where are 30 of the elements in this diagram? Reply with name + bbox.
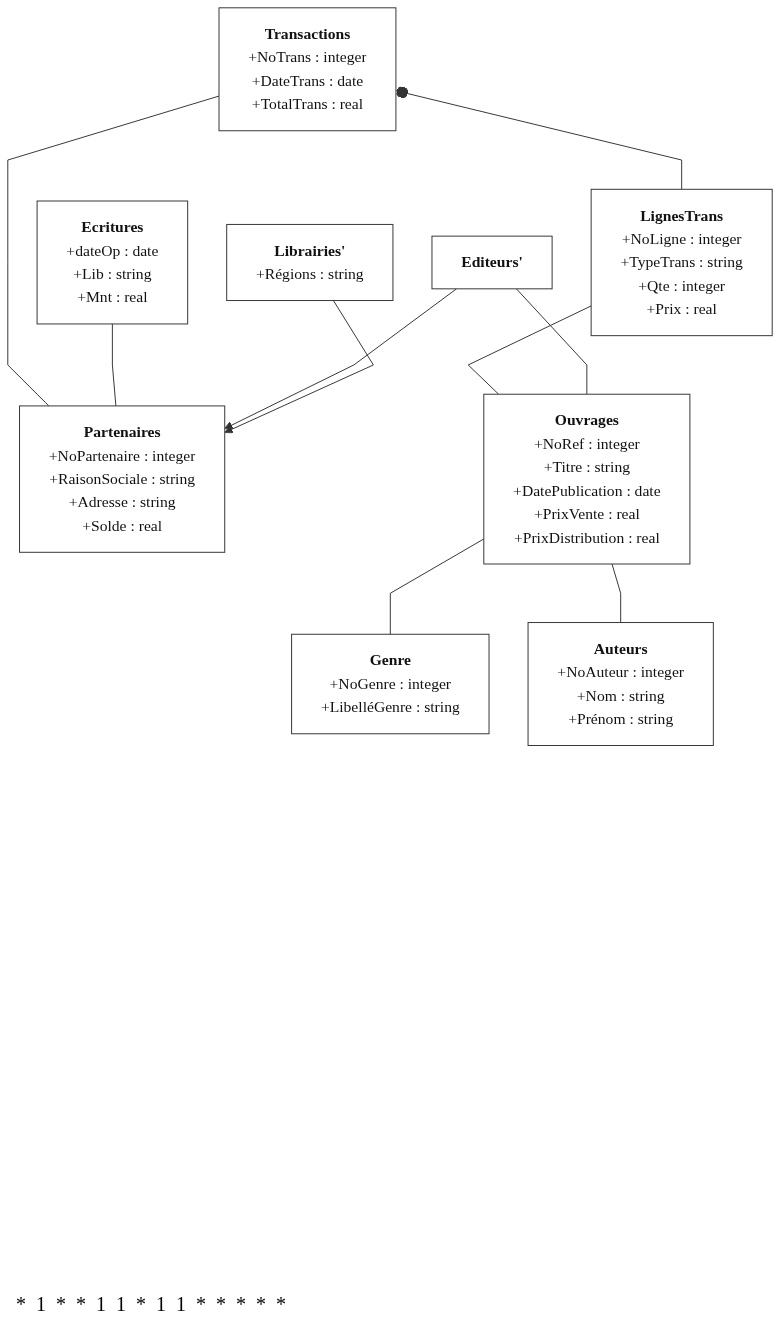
connector	[467, 305, 592, 395]
node-box	[291, 633, 490, 735]
class-diagram: Transactions +NoTrans : integer +DateTrans : date +TotalTrans : real Ecritures +dateOp : date +Lib : string +Mnt : real LignesTrans +NoLigne : integer +TypeTrans : string +Qte : integer +Prix : real Partenaires +NoPartenaire : integer +RaisonSociale : string +Adresse : string +Solde : real Editeurs' Librairies' +Régions : string Genre +NoGenre : integer +LibelléGenre : string Ouvrages +NoRef : integer +Titre : string +DatePublication : date +PrixVente : real +PrixDistribution : real Auteurs +NoAuteur : integer +Nom : string +Prénom : string	[0, 0, 780, 754]
multiplicity-label: *	[16, 1293, 26, 1316]
node-box	[431, 235, 553, 290]
multiplicity-label: *	[136, 1293, 146, 1316]
multiplicity-label: 1	[116, 1293, 126, 1316]
multiplicity-label: *	[276, 1293, 286, 1316]
multiplicity-label: 1	[176, 1293, 186, 1316]
connector	[7, 95, 220, 407]
multiplicity-label: 1	[96, 1293, 106, 1316]
multiplicity-label: 1	[36, 1293, 46, 1316]
multiplicity-label: *	[256, 1293, 266, 1316]
node-box	[19, 405, 226, 553]
multiplicity-label: 1	[156, 1293, 166, 1316]
multiplicity-label: *	[56, 1293, 66, 1316]
node-box	[483, 393, 691, 565]
node-box	[226, 223, 394, 302]
multiplicity-label: *	[196, 1293, 206, 1316]
connector	[611, 563, 622, 624]
node-box	[527, 622, 714, 746]
connector	[389, 538, 485, 635]
node-box	[590, 188, 773, 337]
multiplicity-label: *	[216, 1293, 226, 1316]
connector	[515, 288, 588, 395]
node-box	[36, 200, 189, 325]
node-box	[218, 7, 397, 132]
multiplicity-label: *	[236, 1293, 246, 1316]
connector	[111, 323, 117, 407]
multiplicity-label: *	[76, 1293, 86, 1316]
